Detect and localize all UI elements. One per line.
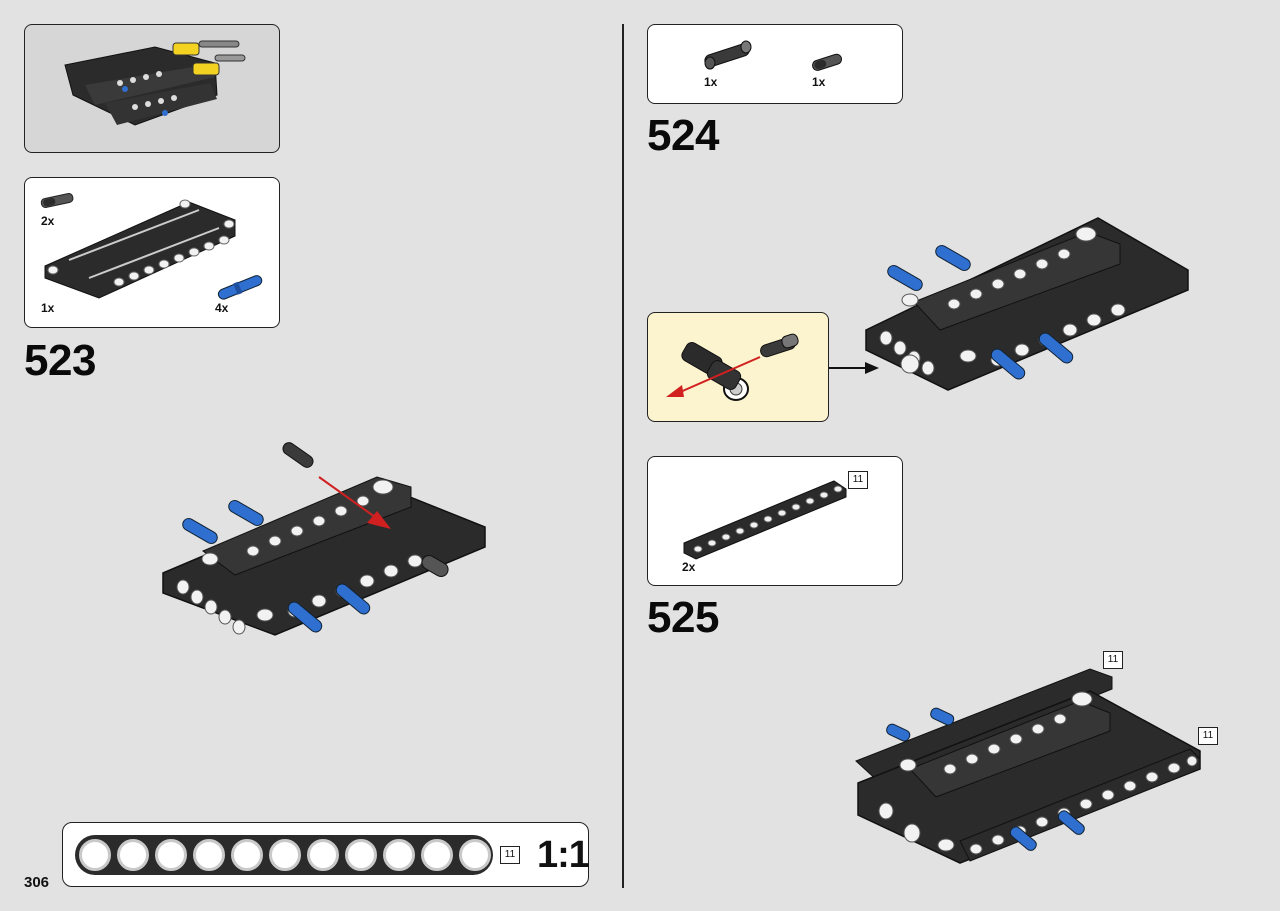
part-qty: 4x [215, 301, 229, 315]
technic-beam-part-image [683, 480, 847, 560]
subassembly-image [666, 333, 799, 401]
ruler-holes [79, 839, 491, 871]
beam-length-callout: 11 [1103, 651, 1123, 669]
ruler-hole [345, 839, 377, 871]
flat-panel-part-image [44, 199, 236, 299]
submodel-preview-panel [24, 24, 280, 153]
beam-ruler [75, 835, 493, 875]
step-523-assembly-image [162, 442, 486, 636]
ruler-length-box: 11 [500, 846, 520, 864]
ruler-hole [307, 839, 339, 871]
page-divider [622, 24, 624, 888]
ruler-hole [231, 839, 263, 871]
part-qty: 1x [704, 75, 718, 89]
parts-list-524: 1x 1x [647, 24, 903, 104]
blue-pin-part-icon [217, 275, 263, 300]
step-524-assembly-image [865, 217, 1189, 391]
callout-arrow [829, 362, 879, 374]
ruler-hole [155, 839, 187, 871]
ruler-hole [79, 839, 111, 871]
step-number: 525 [647, 593, 719, 642]
part-length-box: 11 [848, 471, 868, 489]
page-number: 306 [24, 874, 50, 891]
part-qty: 1x [812, 75, 826, 89]
subassembly-callout [647, 312, 829, 422]
part-qty: 2x [41, 214, 55, 228]
ruler-hole [117, 839, 149, 871]
axle-pin-part-icon [812, 53, 843, 71]
ruler-hole [383, 839, 415, 871]
step-number: 523 [24, 336, 96, 385]
parts-list-523: 2x 1x 4x [24, 177, 280, 328]
axle-pin-part-icon [40, 193, 74, 208]
ruler-hole [269, 839, 301, 871]
scale-ruler-panel: 11 1:1 [62, 822, 590, 887]
scale-ratio: 1:1 [537, 834, 590, 876]
step-number: 524 [647, 111, 719, 160]
submodel-assembly-image [64, 40, 246, 126]
ruler-hole [459, 839, 491, 871]
parts-list-525: 11 2x [647, 456, 903, 586]
part-qty: 2x [682, 560, 696, 574]
ruler-hole [193, 839, 225, 871]
beam-length-callout: 11 [1198, 727, 1218, 745]
ruler-hole [421, 839, 453, 871]
part-qty: 1x [41, 301, 55, 315]
step-525-assembly-image [855, 668, 1201, 864]
connector-part-icon [704, 40, 752, 70]
